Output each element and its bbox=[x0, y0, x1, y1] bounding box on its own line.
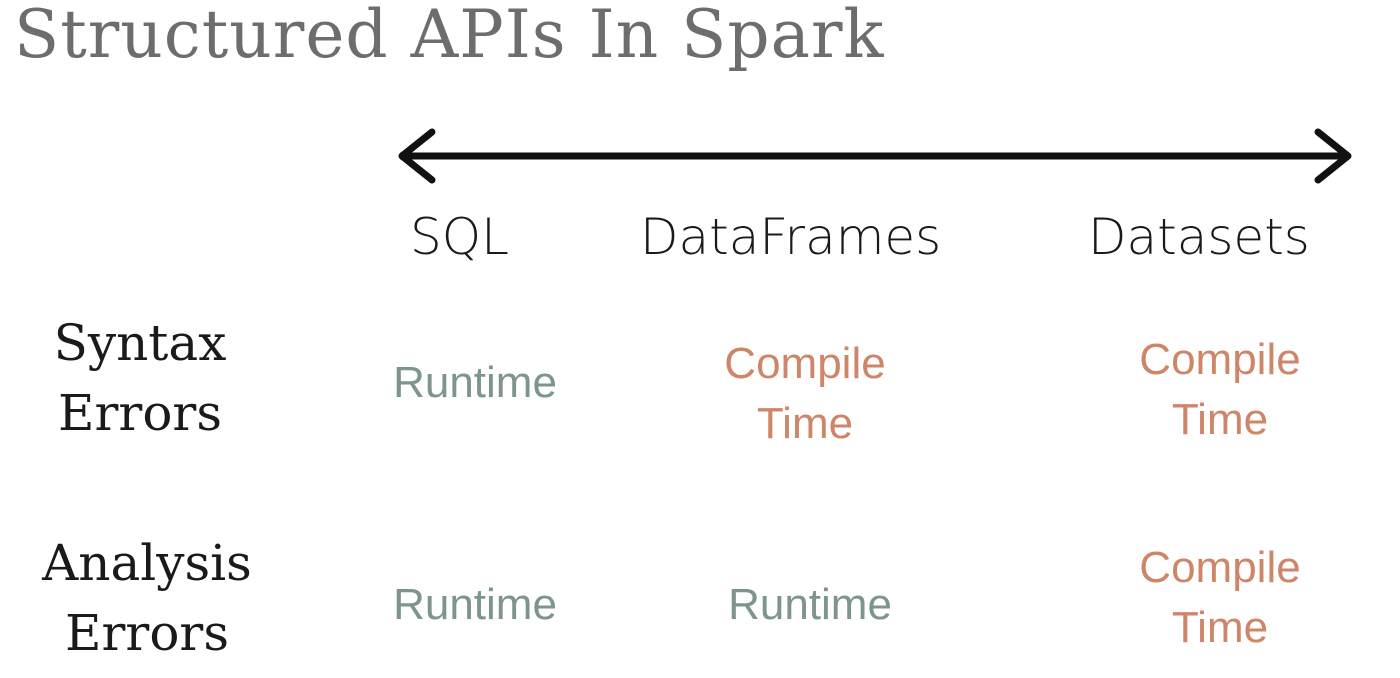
row-label-analysis-errors: Analysis Errors bbox=[12, 528, 282, 668]
row-label-syntax-errors: Syntax Errors bbox=[5, 308, 275, 448]
cell-datasets-analysis: Compile Time bbox=[1115, 538, 1325, 658]
cell-sql-syntax: Runtime bbox=[375, 353, 575, 413]
cell-text: Compile bbox=[724, 339, 886, 388]
cell-dataframes-syntax: Compile Time bbox=[700, 334, 910, 454]
cell-text: Time bbox=[1171, 603, 1269, 652]
row-label-line: Syntax bbox=[53, 314, 227, 372]
column-header-dataframes: DataFrames bbox=[640, 208, 942, 266]
row-label-line: Errors bbox=[65, 604, 229, 662]
cell-text: Runtime bbox=[393, 580, 557, 629]
cell-text: Runtime bbox=[393, 358, 557, 407]
cell-text: Compile bbox=[1139, 335, 1301, 384]
row-label-line: Errors bbox=[58, 384, 222, 442]
cell-text: Compile bbox=[1139, 543, 1301, 592]
row-label-line: Analysis bbox=[42, 534, 252, 592]
cell-datasets-syntax: Compile Time bbox=[1115, 330, 1325, 450]
cell-text: Time bbox=[1171, 395, 1269, 444]
cell-text: Runtime bbox=[728, 580, 892, 629]
cell-dataframes-analysis: Runtime bbox=[705, 575, 915, 635]
column-header-sql: SQL bbox=[410, 208, 509, 266]
slide-title: Structured APIs In Spark bbox=[14, 0, 885, 73]
cell-text: Time bbox=[756, 399, 854, 448]
double-arrow-icon bbox=[398, 128, 1352, 184]
cell-sql-analysis: Runtime bbox=[375, 575, 575, 635]
column-header-datasets: Datasets bbox=[1088, 208, 1310, 266]
